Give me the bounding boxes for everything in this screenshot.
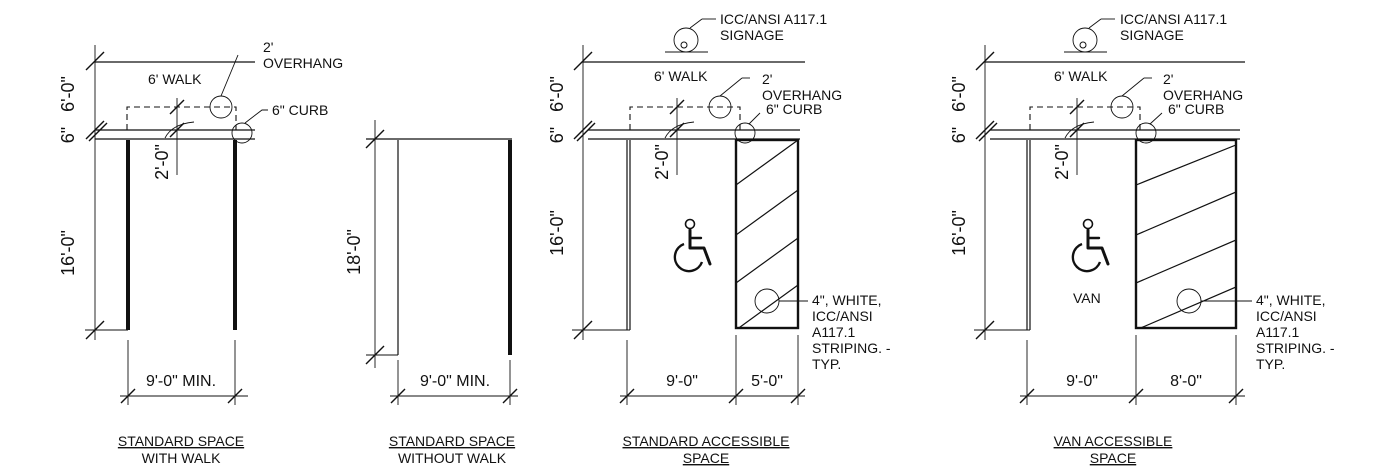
panel-standard-with-walk [85, 45, 268, 405]
caption-line1: STANDARD SPACE [118, 433, 244, 449]
label-signage-line1: ICC/ANSI A117.1 [720, 11, 827, 27]
label-striping-line2: ICC/ANSI [1256, 308, 1317, 324]
caption-line1: STANDARD ACCESSIBLE [622, 433, 789, 449]
label-signage: ICC/ANSI A117.1 SIGNAGE [1120, 11, 1231, 43]
dim-curb-depth: 6" [58, 127, 78, 143]
label-striping-line1: 4", WHITE, [1256, 292, 1326, 308]
caption-line2: WITH WALK [142, 450, 221, 466]
panel-standard-without-walk [365, 120, 518, 405]
dim-walk-depth: 6'-0" [547, 76, 567, 112]
label-overhang-line1: 2' [762, 71, 772, 87]
dim-stall-length: 18'-0" [344, 229, 364, 275]
label-overhang-line1: 2' [1163, 71, 1173, 87]
label-overhang-line2: OVERHANG [263, 55, 343, 71]
dim-aisle-width: 8'-0" [1170, 373, 1202, 390]
label-overhang-line1: 2' [263, 39, 273, 55]
curb-callout-circle [734, 122, 756, 144]
dim-stall-width: 9'-0" [666, 373, 698, 390]
label-striping-line4: STRIPING. - [812, 340, 891, 356]
label-overhang: 2' OVERHANG [762, 71, 842, 103]
label-curb: 6" CURB [1168, 101, 1224, 117]
dim-stall-length: 16'-0" [58, 230, 78, 276]
label-van: VAN [1073, 290, 1101, 306]
label-signage-line2: SIGNAGE [1120, 27, 1184, 43]
label-striping-line5: TYP. [812, 356, 841, 372]
label-striping-line3: A117.1 [812, 324, 856, 340]
striping-callout-circle [1176, 288, 1202, 314]
caption-line2: SPACE [1090, 450, 1136, 466]
label-walk: 6' WALK [1054, 68, 1108, 84]
label-signage: ICC/ANSI A117.1 SIGNAGE [720, 11, 831, 43]
panel-standard-accessible [572, 18, 808, 405]
dim-stall-width: 9'-0" MIN. [146, 373, 216, 390]
sign-symbol-circle [673, 27, 699, 53]
label-overhang: 2' OVERHANG [1163, 71, 1243, 103]
label-overhang: 2' OVERHANG [263, 39, 343, 71]
dim-aisle-width: 5'-0" [751, 373, 783, 390]
accessibility-icon [1071, 218, 1110, 273]
label-signage-line2: SIGNAGE [720, 27, 784, 43]
caption-line2: SPACE [683, 450, 729, 466]
caption-line1: STANDARD SPACE [389, 433, 515, 449]
dim-stall-length: 16'-0" [949, 210, 969, 256]
dim-walk-depth: 6'-0" [949, 76, 969, 112]
caption-line1: VAN ACCESSIBLE [1054, 433, 1173, 449]
label-striping-line4: STRIPING. - [1256, 340, 1335, 356]
overhang-dashed-line [629, 106, 741, 130]
curb-callout-circle [1135, 122, 1157, 144]
label-striping-line5: TYP. [1256, 356, 1285, 372]
dim-stall-width: 9'-0" [1066, 373, 1098, 390]
label-overhang-line2: OVERHANG [762, 87, 842, 103]
dim-overhang-length: 2'-0" [152, 144, 172, 180]
dim-walk-depth: 6'-0" [58, 76, 78, 112]
panel-van-accessible [974, 18, 1252, 405]
curb-callout-circle [231, 122, 253, 144]
dim-overhang-length: 2'-0" [652, 144, 672, 180]
label-striping: 4", WHITE, ICC/ANSI A117.1 STRIPING. - T… [1256, 292, 1338, 372]
access-aisle [734, 138, 800, 330]
caption-line2: WITHOUT WALK [398, 450, 507, 466]
aisle-hatching [737, 140, 797, 328]
accessibility-icon [673, 218, 712, 273]
label-striping-line1: 4", WHITE, [812, 292, 882, 308]
aisle-hatching [1137, 144, 1235, 328]
dim-curb-depth: 6" [547, 127, 567, 143]
label-overhang-line2: OVERHANG [1163, 87, 1243, 103]
label-striping-line2: ICC/ANSI [812, 308, 873, 324]
access-aisle [1134, 138, 1238, 330]
label-signage-line1: ICC/ANSI A117.1 [1120, 11, 1227, 27]
label-curb: 6" CURB [766, 101, 822, 117]
dim-overhang-length: 2'-0" [1052, 144, 1072, 180]
dim-stall-length: 16'-0" [547, 210, 567, 256]
label-striping-line3: A117.1 [1256, 324, 1300, 340]
label-striping: 4", WHITE, ICC/ANSI A117.1 STRIPING. - T… [812, 292, 894, 372]
dim-curb-depth: 6" [949, 127, 969, 143]
label-walk: 6' WALK [654, 68, 708, 84]
overhang-dashed-line [126, 106, 237, 130]
label-curb: 6" CURB [272, 102, 328, 118]
sign-symbol-circle [1072, 27, 1098, 53]
label-walk: 6' WALK [148, 71, 202, 87]
overhang-dashed-line [1029, 106, 1141, 130]
dim-stall-width: 9'-0" MIN. [420, 373, 490, 390]
